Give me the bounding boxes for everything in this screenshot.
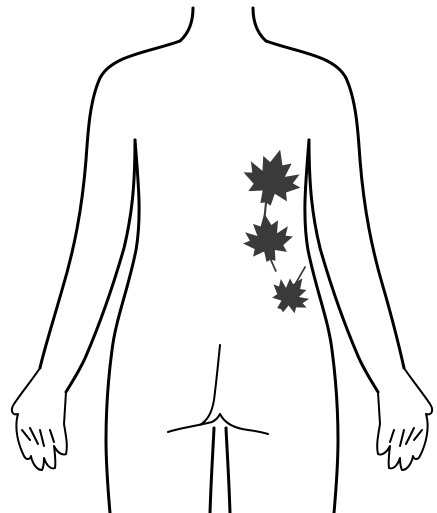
left-inner-leg — [210, 428, 214, 513]
maple-leaf-icon — [239, 210, 297, 276]
gluteal-cleft — [200, 345, 220, 425]
left-finger-lines — [22, 428, 54, 446]
right-arm-inner — [309, 140, 378, 392]
maple-leaf-icon — [233, 142, 309, 228]
left-shoulder-arm-outer — [40, 41, 180, 368]
left-hand — [12, 368, 67, 470]
gluteal-fold-left — [168, 414, 220, 432]
right-hand — [377, 368, 432, 470]
right-shoulder-arm-outer — [266, 41, 404, 368]
neck-left-line — [180, 8, 193, 41]
right-finger-lines — [390, 428, 422, 446]
right-inner-leg — [226, 428, 230, 513]
neck-right-line — [253, 8, 266, 41]
left-arm-inner — [66, 140, 135, 392]
